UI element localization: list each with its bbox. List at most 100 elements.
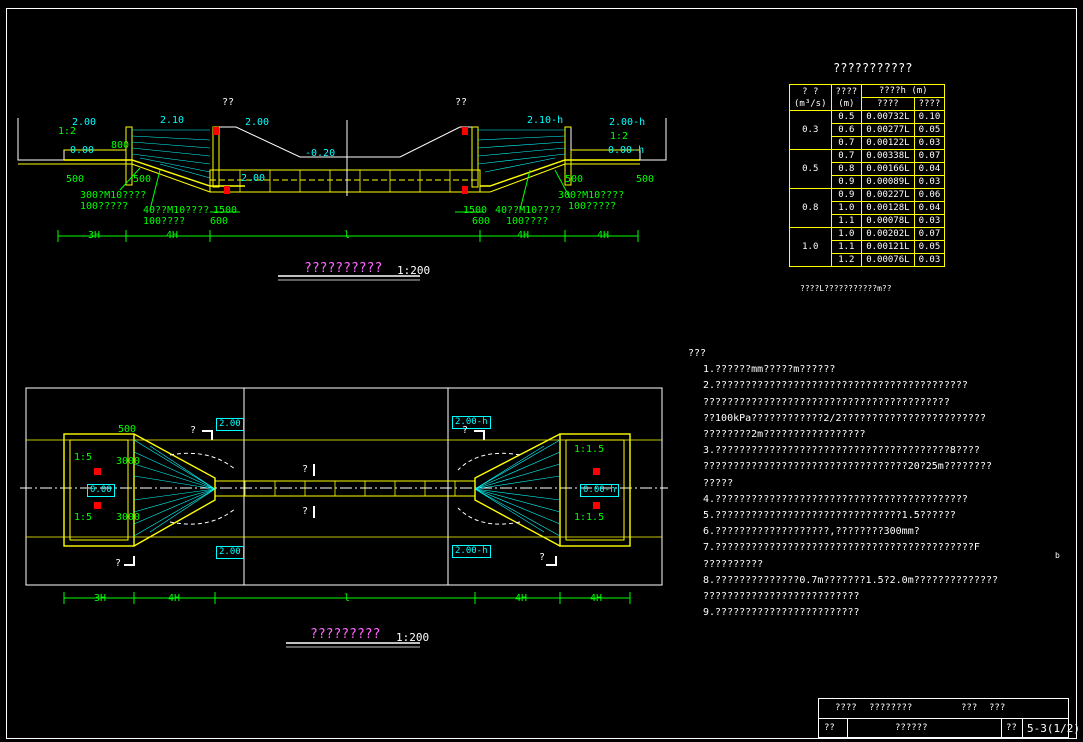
plan-q-center-down: ? bbox=[302, 506, 309, 517]
plan-slope-lr: 1:1.5 bbox=[574, 512, 605, 523]
section-note-100l: 100????? bbox=[80, 201, 129, 212]
section-elev-left-top2: 2.10 bbox=[160, 115, 185, 126]
section-note-100r2: 100???? bbox=[506, 216, 549, 227]
table-cell: 0.8 bbox=[830, 162, 863, 176]
note-line: 6.???????????????????,????????300mm? bbox=[703, 526, 920, 538]
section-channel-floor bbox=[209, 169, 481, 193]
section-note-100r: 100????? bbox=[568, 201, 617, 212]
plan-headwall-left bbox=[63, 433, 135, 547]
header-q-unit: (m³/s) bbox=[794, 98, 827, 109]
plan-outline bbox=[25, 387, 663, 586]
table-cell: 0.00277L bbox=[861, 123, 915, 137]
table-cell: 0.00121L bbox=[861, 240, 915, 254]
note-line: ????????????????????????????????????????… bbox=[703, 396, 950, 408]
table-cell: 0.00078L bbox=[861, 214, 915, 228]
section-view-title: ?????????? bbox=[304, 261, 383, 276]
section-dim-600l: 600 bbox=[210, 216, 229, 227]
section-dim-500b: 500 bbox=[133, 174, 152, 185]
header-q: ? ? bbox=[802, 86, 819, 97]
note-line: 8.??????????????0.7m???????1.5?2.0m?????… bbox=[703, 574, 999, 586]
plan-dim-3h: 3H bbox=[94, 593, 107, 604]
note-line: ??100kPa????????????2/2?????????????????… bbox=[703, 412, 986, 424]
section-note-40l: 40??M10???? bbox=[143, 205, 210, 216]
plan-dim-3000-down: 3000 bbox=[116, 512, 141, 523]
table-cell: 0.00122L bbox=[861, 136, 915, 150]
table-cell: 1.1 bbox=[830, 214, 863, 228]
section-slope-right: 1:2 bbox=[610, 131, 629, 142]
note-line: 9.???????????????????????? bbox=[703, 607, 860, 619]
flow-table: ? ?(m³/s) ????(m) ????h (m) ???? ???? 0.… bbox=[789, 84, 946, 267]
section-dim-600r: 600 bbox=[472, 216, 491, 227]
section-slope-left: 1:2 bbox=[58, 126, 77, 137]
table-cell: 0.07 bbox=[913, 227, 946, 241]
table-cell: 0.6 bbox=[830, 123, 863, 137]
table-cell: 0.04 bbox=[913, 162, 946, 176]
table-cell: 0.07 bbox=[913, 149, 946, 163]
flow-table-footnote: ????L???????????m?? bbox=[800, 284, 892, 293]
table-cell: 0.00202L bbox=[861, 227, 915, 241]
plan-headwall-right bbox=[559, 433, 631, 547]
plan-dim-4h-right: 4H bbox=[515, 593, 528, 604]
section-ground-right bbox=[570, 118, 667, 161]
note-line: 3.??????????????????????????????????????… bbox=[703, 445, 980, 457]
table-cell: 1.1 bbox=[830, 240, 863, 254]
table-cell: 0.03 bbox=[913, 214, 946, 228]
table-cell: 0.05 bbox=[913, 123, 946, 137]
table-header-row: ???? ???? bbox=[790, 97, 946, 111]
table-cell: 0.9 bbox=[830, 188, 863, 202]
section-dim-l: l bbox=[344, 230, 351, 241]
note-line: 1.??????mm?????m?????? bbox=[703, 364, 836, 376]
table-cell: 0.3 bbox=[789, 110, 832, 150]
section-elev-mid-left: 2.00 bbox=[245, 117, 270, 128]
title-block-r2c1: ?? bbox=[824, 723, 835, 733]
section-dim-4h-right2: 4H bbox=[597, 230, 610, 241]
notes-heading: ??? bbox=[688, 348, 707, 359]
table-cell: 0.05 bbox=[913, 240, 946, 254]
plan-q-lr: ? bbox=[539, 552, 546, 563]
table-header-cell: ???? bbox=[861, 97, 915, 111]
plan-dim-4h-right2: 4H bbox=[590, 593, 603, 604]
section-note-30l: 300?M10???? bbox=[80, 190, 147, 201]
section-dim-4h-left: 4H bbox=[166, 230, 179, 241]
table-cell: 0.03 bbox=[913, 175, 946, 189]
section-dim-1500r: 1500 bbox=[463, 205, 488, 216]
table-cell: 0.00338L bbox=[861, 149, 915, 163]
section-dim-500c: 500 bbox=[565, 174, 584, 185]
section-wall-right bbox=[471, 126, 479, 188]
table-cell: 0.10 bbox=[913, 110, 946, 124]
table-header-cell: ???? bbox=[913, 97, 946, 111]
plan-elev-ll: 2.00 bbox=[216, 546, 244, 559]
section-note-40r: 40??M10???? bbox=[495, 205, 562, 216]
note-line: 2.??????????????????????????????????????… bbox=[703, 380, 968, 392]
table-cell: 0.00089L bbox=[861, 175, 915, 189]
plan-elev-cl: 0.00 bbox=[87, 484, 115, 497]
table-cell: 0.9 bbox=[830, 175, 863, 189]
table-cell: 0.00076L bbox=[861, 253, 915, 267]
table-cell: 1.2 bbox=[830, 253, 863, 267]
note-line: ????? bbox=[703, 477, 734, 489]
section-q1: ?? bbox=[222, 97, 235, 108]
title-block-r1c2: ???????? bbox=[869, 703, 913, 713]
table-cell: 0.8 bbox=[789, 188, 832, 228]
note-line: 5.???????????????????????????????1.5????… bbox=[703, 510, 956, 522]
table-cell: 1.0 bbox=[830, 227, 863, 241]
table-cell: 0.00166L bbox=[861, 162, 915, 176]
plan-dim-4h-left: 4H bbox=[168, 593, 181, 604]
title-block-r2c3: ?? bbox=[1006, 723, 1017, 733]
section-elev-right-low: 0.00-h bbox=[608, 145, 645, 156]
plan-view-scale: 1:200 bbox=[396, 631, 430, 644]
section-note-100l2: 100???? bbox=[143, 216, 186, 227]
note-line: ????????2m????????????????? bbox=[703, 429, 866, 441]
title-block-r2c2: ?????? bbox=[895, 723, 928, 733]
title-block-r1c1: ???? bbox=[835, 703, 857, 713]
plan-elev-lr: 2.00-h bbox=[452, 545, 491, 558]
section-elev-left-top: 2.00 bbox=[72, 117, 97, 128]
section-wall-left bbox=[125, 126, 133, 186]
plan-slope-ur: 1:1.5 bbox=[574, 444, 605, 455]
plan-q-ll: ? bbox=[115, 558, 122, 569]
